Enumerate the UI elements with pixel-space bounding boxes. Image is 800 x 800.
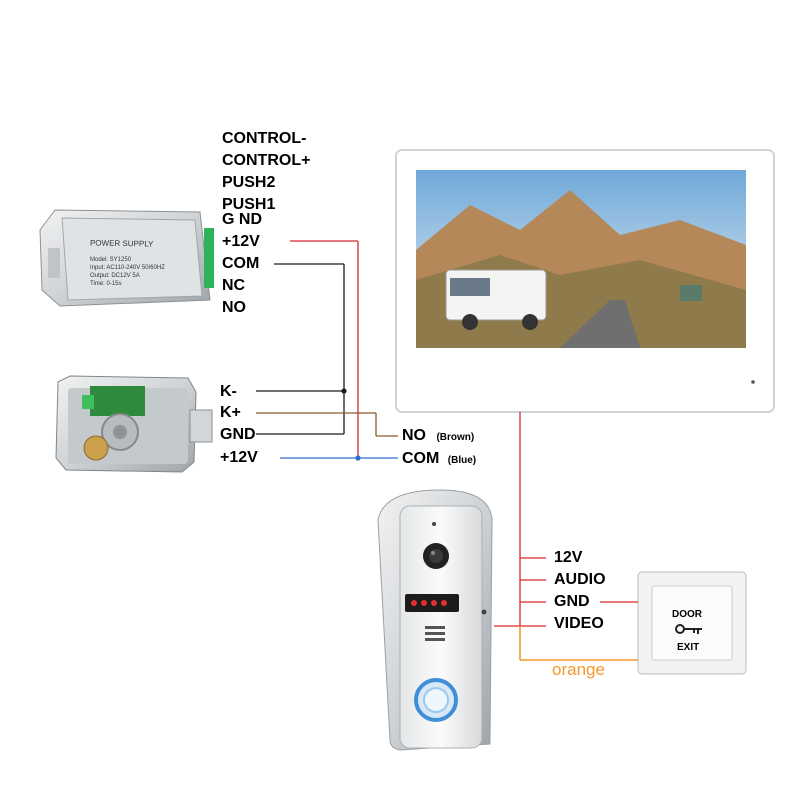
ps-terminal-12v: +12V — [222, 233, 260, 250]
lock-terminal-gnd: GND — [220, 426, 256, 443]
doorbell-wire-12v: 12V — [554, 549, 583, 566]
orange-wire-label: orange — [552, 660, 605, 679]
power-supply-time: Time: 0-15s — [90, 281, 122, 287]
doorbell-wire-audio: AUDIO — [554, 571, 606, 588]
power-supply — [39, 209, 214, 307]
exit-button-exit-text: EXIT — [677, 642, 700, 653]
monitor-com-text: COM — [402, 450, 440, 467]
electric-lock — [55, 375, 213, 473]
doorbell-wire-video: VIDEO — [554, 615, 604, 632]
ps-terminal-gnd: G ND — [222, 211, 262, 228]
monitor-no-color: (Brown) — [436, 432, 475, 443]
power-supply-input: Input: AC110-240V 50/60HZ — [90, 265, 165, 271]
lock-terminal-k-minus: K- — [220, 383, 237, 400]
doorbell-wire-gnd: GND — [554, 593, 590, 610]
ps-terminal-com: COM — [222, 255, 260, 272]
ps-terminal-nc: NC — [222, 277, 246, 294]
ps-terminal-push1: PUSH1 — [222, 196, 276, 213]
monitor-no-label: NO (Brown) — [402, 428, 474, 446]
ps-terminal-control-plus: CONTROL+ — [222, 152, 311, 169]
exit-button-door-text: DOOR — [672, 609, 702, 620]
ps-terminal-control-minus: CONTROL- — [222, 130, 307, 147]
doorbell-unit — [377, 489, 493, 751]
monitor-com-label: COM (Blue) — [402, 451, 476, 469]
power-supply-model: Model: SY1250 — [90, 257, 132, 263]
ps-terminal-push2: PUSH2 — [222, 174, 276, 191]
ps-terminal-no: NO — [222, 299, 246, 316]
exit-button — [637, 571, 747, 675]
power-supply-output: Output: DC12V 5A — [90, 273, 140, 279]
monitor-no-text: NO — [402, 427, 426, 444]
monitor — [395, 149, 775, 413]
lock-terminal-12v: +12V — [220, 449, 258, 466]
monitor-com-color: (Blue) — [447, 455, 477, 466]
power-supply-title: POWER SUPPLY — [89, 238, 154, 249]
lock-terminal-k-plus: K+ — [220, 404, 241, 421]
